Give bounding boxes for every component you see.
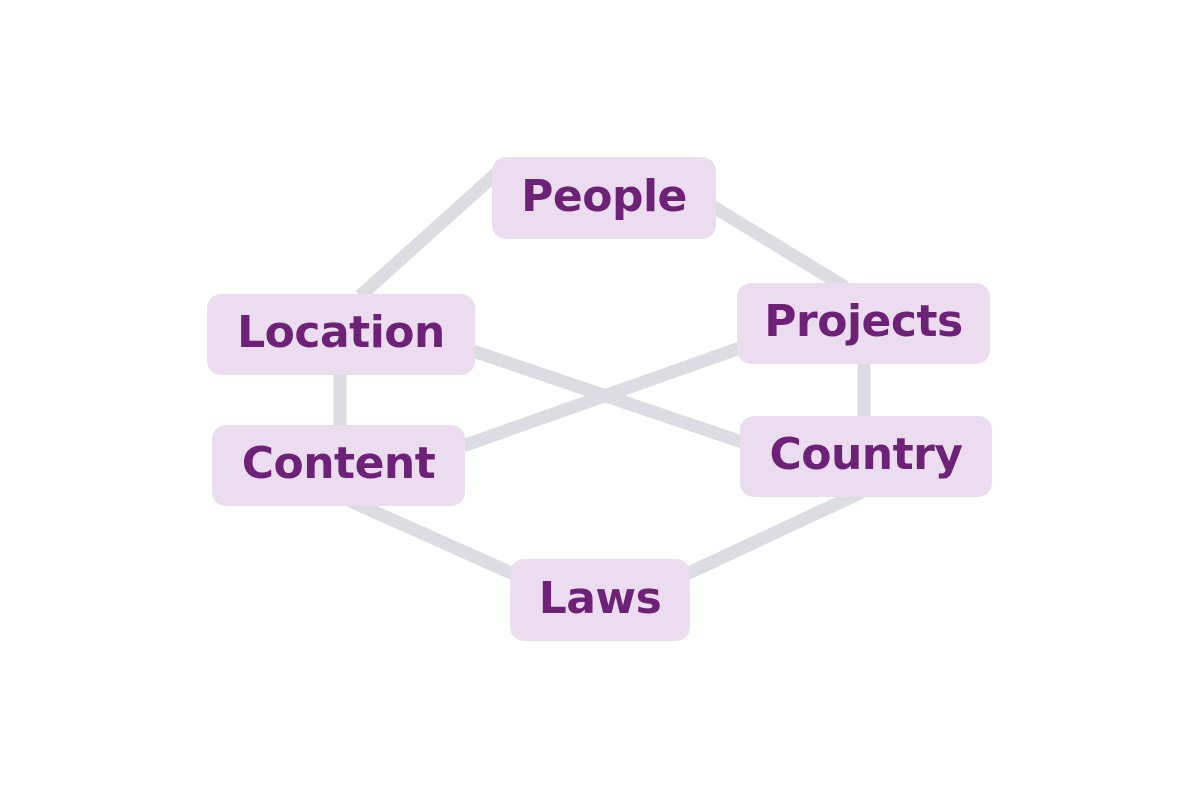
node-label-country: Country <box>769 429 963 480</box>
node-label-location: Location <box>237 307 445 358</box>
node-content[interactable]: Content <box>212 425 465 506</box>
edge-content-laws <box>345 494 530 586</box>
edge-people-projects <box>708 200 849 293</box>
edge-country-laws <box>675 486 865 584</box>
node-label-laws: Laws <box>538 572 662 624</box>
node-label-projects: Projects <box>764 296 963 347</box>
node-projects[interactable]: Projects <box>737 283 990 364</box>
node-laws[interactable]: Laws <box>510 559 690 641</box>
node-people[interactable]: People <box>492 157 716 239</box>
node-label-people: People <box>521 170 687 222</box>
node-label-content: Content <box>241 438 436 489</box>
edge-content-projects <box>457 341 743 454</box>
node-country[interactable]: Country <box>740 416 992 497</box>
edge-people-location <box>355 167 503 301</box>
node-location[interactable]: Location <box>207 294 475 375</box>
